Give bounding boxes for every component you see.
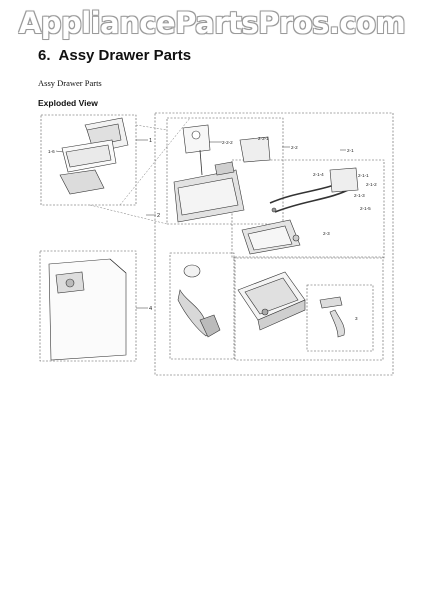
frame-drawer-front [40, 114, 137, 206]
siphon-parts [319, 296, 345, 338]
drawer-body-parts [173, 124, 271, 223]
housing-parts [237, 271, 306, 331]
frame-drawer-body [166, 117, 284, 225]
section-title-text: Assy Drawer Parts [58, 47, 192, 64]
callout-2-3: 2-3 [323, 231, 330, 236]
callout-1: 1 [149, 138, 152, 144]
subtitle: Assy Drawer Parts [38, 78, 102, 88]
callout-2-1-1: 2-1-1 [358, 173, 369, 178]
exploded-view-label: Exploded View [38, 98, 98, 108]
hose-parts [177, 264, 221, 338]
drawer-front-parts [59, 117, 129, 195]
callout-2-1-2: 2-1-2 [366, 182, 377, 187]
link-body-to-frame [119, 117, 191, 206]
link-front-to-body [135, 124, 168, 131]
callout-2-2-2: 2-2-2 [222, 140, 233, 145]
link-front-to-body-2 [89, 204, 168, 225]
frame-hose [169, 252, 235, 360]
callout-2-2-1: 2-2-1 [258, 136, 269, 141]
valve-assembly-parts [241, 167, 359, 255]
callout-2-1-4: 2-1-4 [313, 172, 324, 177]
frame-drawer-assembly [154, 112, 394, 376]
page-title: 6. Assy Drawer Parts [38, 47, 191, 64]
callout-2-1-3: 2-1-3 [354, 193, 365, 198]
frame-siphon [306, 284, 374, 352]
frame-cabinet [39, 250, 137, 362]
callout-6: 4 [149, 306, 152, 312]
frame-valve-assembly [231, 159, 385, 259]
callout-2: 2 [157, 213, 160, 219]
watermark: AppliancePartsPros.com [18, 6, 406, 40]
callout-2-2: 2-2 [291, 145, 298, 150]
callout-1-6: 1-6 [48, 149, 55, 154]
cabinet-parts [48, 258, 127, 361]
callout-2-1: 2-1 [347, 148, 354, 153]
callout-2-1-5: 2-1-5 [360, 206, 371, 211]
callout-3: 3 [355, 316, 358, 321]
section-number: 6. [38, 47, 51, 64]
frame-housing [234, 256, 384, 361]
